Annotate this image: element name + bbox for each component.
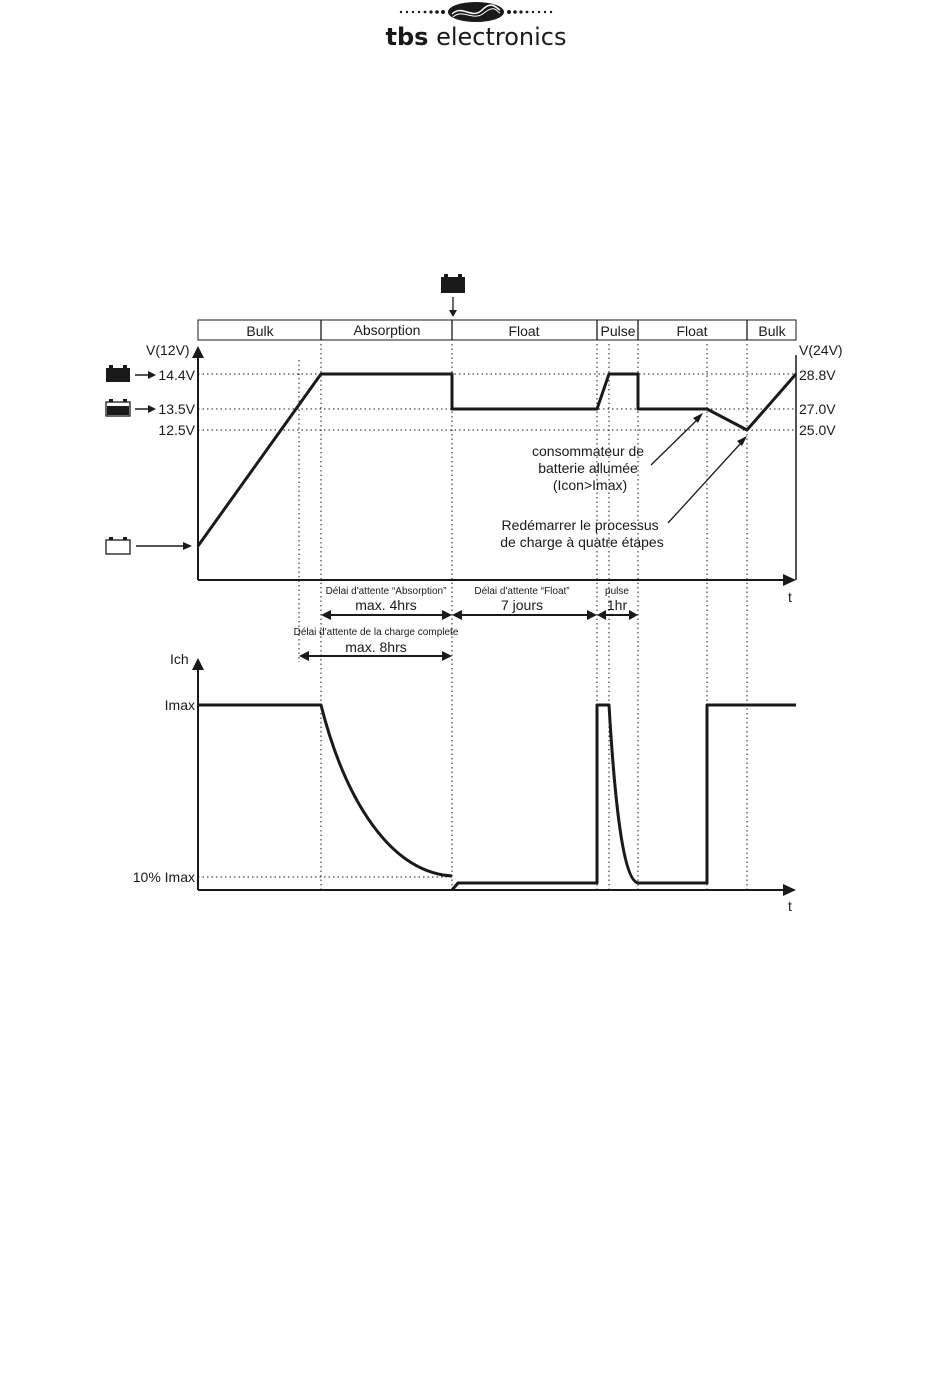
logo-text: tbs electronics xyxy=(386,23,567,51)
timer-float-value: 7 jours xyxy=(501,597,543,613)
level-25v0: 25.0V xyxy=(799,422,836,438)
battery-full-icon-top xyxy=(441,274,465,317)
logo-dots-left xyxy=(399,10,445,14)
annotation-restart: Redémarrer le processus de charge à quat… xyxy=(500,517,663,550)
logo-dots-right xyxy=(507,10,553,14)
current-y-arrow xyxy=(192,658,204,670)
current-chart: Ich t Imax 10% Imax xyxy=(133,651,796,914)
timer-float-caption: Délai d'attente “Float” xyxy=(474,586,569,597)
phase-float-2: Float xyxy=(676,323,707,339)
annotation-restart-arrow xyxy=(667,436,747,524)
level-imax: Imax xyxy=(165,697,195,713)
annotation-load: consommateur de batterie allumée (Icon>I… xyxy=(532,443,648,493)
y-label-12v: V(12V) xyxy=(146,342,190,358)
timer-full-arrow xyxy=(299,651,452,661)
battery-empty-icon xyxy=(105,537,192,555)
phase-bar: Bulk Absorption Float Pulse Float Bulk xyxy=(197,319,797,341)
level-27v0: 27.0V xyxy=(799,401,836,417)
level-12v5: 12.5V xyxy=(158,422,195,438)
phase-float: Float xyxy=(508,323,539,339)
logo-wave-icon xyxy=(448,2,504,22)
level-14v4: 14.4V xyxy=(158,367,195,383)
level-10pct-imax: 10% Imax xyxy=(133,869,195,885)
timer-absorption-value: max. 4hrs xyxy=(355,597,416,613)
phase-bulk: Bulk xyxy=(246,323,274,339)
phase-markers xyxy=(298,344,748,890)
phase-bulk-2: Bulk xyxy=(758,323,786,339)
battery-partial-icon xyxy=(105,399,156,417)
current-x-arrow xyxy=(783,884,796,896)
phase-absorption: Absorption xyxy=(354,322,421,338)
current-curve xyxy=(198,703,796,891)
timer-full-caption: Délai d'attente de la charge complete xyxy=(294,627,459,638)
timers: Délai d'attente “Absorption” max. 4hrs D… xyxy=(294,586,638,661)
level-28v8: 28.8V xyxy=(799,367,836,383)
brand-logo: tbs electronics xyxy=(386,2,567,51)
voltage-curve xyxy=(196,372,798,547)
phase-pulse: Pulse xyxy=(600,323,635,339)
voltage-chart: V(12V) V(24V) t 14.4V 13.5V 12.5V 28.8V … xyxy=(105,342,843,605)
timer-pulse-caption: pulse xyxy=(605,586,629,597)
level-13v5: 13.5V xyxy=(158,401,195,417)
voltage-x-label: t xyxy=(788,589,792,605)
voltage-x-arrow xyxy=(783,574,796,586)
current-x-label: t xyxy=(788,898,792,914)
timer-float-arrow xyxy=(452,610,597,620)
current-y-label: Ich xyxy=(170,651,189,667)
timer-absorption-caption: Délai d'attente “Absorption” xyxy=(326,586,447,597)
annotation-load-arrow xyxy=(650,413,703,466)
timer-full-value: max. 8hrs xyxy=(345,639,406,655)
timer-pulse-value: 1hr xyxy=(607,597,628,613)
y-label-24v: V(24V) xyxy=(799,342,843,358)
voltage-y-arrow xyxy=(192,346,204,358)
battery-full-icon xyxy=(106,365,156,382)
timer-pulse-arrow xyxy=(597,610,638,620)
timer-absorption-arrow xyxy=(321,610,452,620)
